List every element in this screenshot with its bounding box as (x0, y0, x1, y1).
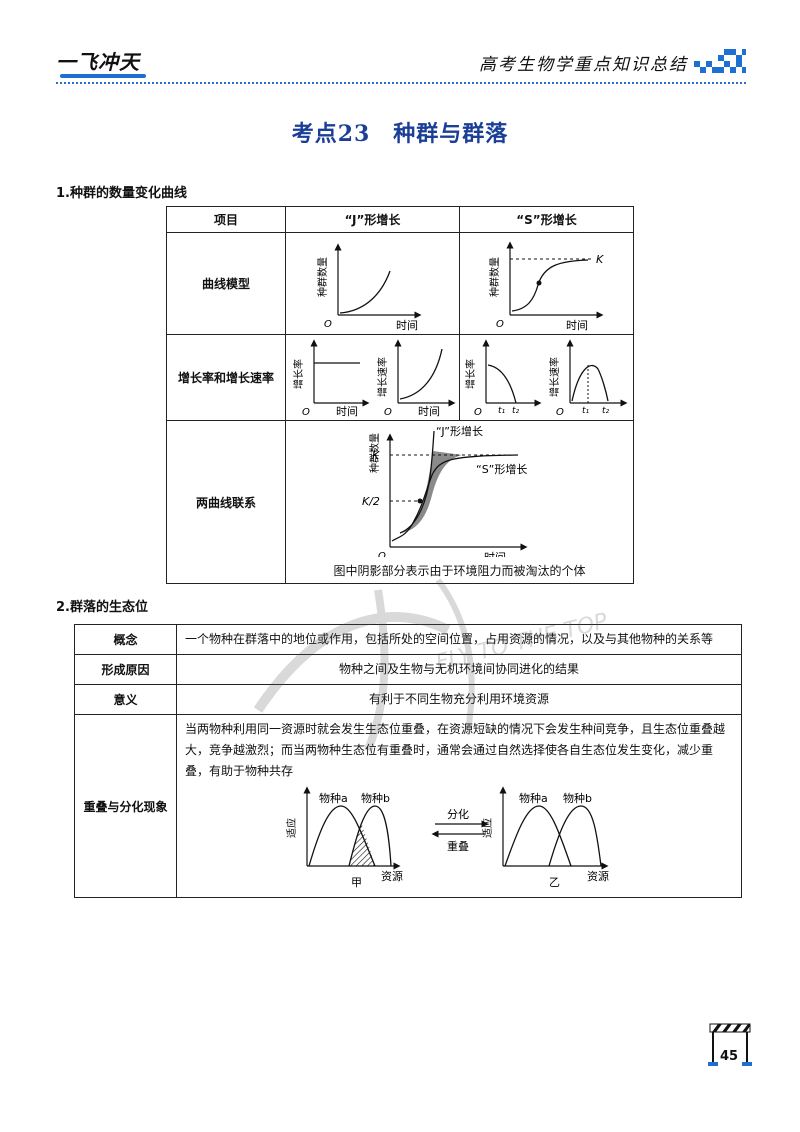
axis-label: 时间 (418, 405, 440, 417)
species-a-label: 物种a (519, 791, 548, 805)
species-b-label: 物种b (361, 791, 390, 805)
origin-label: O (384, 407, 392, 417)
species-b-label: 物种b (563, 791, 592, 805)
caption-right: 乙 (549, 876, 560, 889)
t1-label: t₁ (498, 406, 506, 416)
origin-label: O (496, 319, 504, 330)
concept-text: 一个物种在群落中的地位或作用，包括所处的空间位置，占用资源的情况，以及与其他物种… (176, 624, 742, 655)
page-number-badge: 45 (708, 1023, 752, 1066)
page-header: 一飞冲天 高考生物学重点知识总结 (56, 44, 746, 90)
axis-label: 增长率 (292, 359, 305, 389)
k-label: K (372, 449, 380, 462)
arrow-bottom-label: 重叠 (447, 839, 469, 853)
population-curve-table: 项目 “J”形增长 “S”形增长 曲线模型 种群数量 O 时间 K (166, 206, 634, 584)
axis-label: 适应 (481, 818, 494, 838)
axis-label: 时间 (336, 405, 358, 417)
origin-label: O (302, 407, 310, 417)
axis-label: 适应 (285, 818, 298, 838)
s-curve-cell: K 种群数量 O 时间 (459, 232, 634, 335)
row-label-overlap: 重叠与分化现象 (74, 714, 177, 898)
header-divider (56, 82, 746, 84)
meaning-text: 有利于不同生物充分利用环境资源 (176, 684, 742, 715)
table-row-curve-model: 曲线模型 种群数量 O 时间 K 种群数量 O 时间 (166, 232, 634, 335)
j-curve-graph: 种群数量 O 时间 (316, 243, 422, 332)
overlap-text: 当两物种利用同一资源时就会发生生态位重叠，在资源短缺的情况下会发生种间竞争，且生… (185, 722, 726, 778)
axis-label: 资源 (381, 869, 403, 883)
s-rate-cell: 增长率 O t₁ t₂ 增长速率 O t₁ t₂ (459, 334, 634, 421)
axis-label: 资源 (587, 869, 609, 883)
col-s-growth: “S”形增长 (459, 206, 634, 233)
axis-label: 增长速率 (548, 357, 561, 397)
shade-note: 图中阴影部分表示由于环境阻力而被淘汰的个体 (333, 564, 586, 578)
t2-label: t₂ (512, 406, 520, 416)
axis-label: 种群数量 (316, 257, 329, 297)
niche-figure: 适应 物种a 物种b 资源 甲 分化 重叠 适应 物种a 物种b 资源 乙 (285, 786, 609, 889)
origin-label: O (474, 407, 482, 417)
origin-label: O (556, 407, 564, 417)
k-half-label: K/2 (362, 495, 380, 508)
species-a-label: 物种a (319, 791, 348, 805)
row-label-origin: 形成原因 (74, 654, 177, 685)
axis-label: 增长率 (464, 359, 477, 389)
brand-logo: 一飞冲天 (56, 50, 140, 74)
table-row-concept: 概念 一个物种在群落中的地位或作用，包括所处的空间位置，占用资源的情况，以及与其… (74, 624, 742, 655)
row-label-concept: 概念 (74, 624, 177, 655)
table-header-row: 项目 “J”形增长 “S”形增长 (166, 206, 634, 233)
origin-label: O (378, 551, 386, 557)
table-row-meaning: 意义 有利于不同生物充分利用环境资源 (74, 684, 742, 715)
j-curve-cell: 种群数量 O 时间 (285, 232, 460, 335)
axis-label: 时间 (396, 319, 418, 331)
origin-text: 物种之间及生物与无机环境间协同进化的结果 (176, 654, 742, 685)
overlap-cell: 当两物种利用同一资源时就会发生生态位重叠，在资源短缺的情况下会发生种间竞争，且生… (176, 714, 742, 898)
book-title: 高考生物学重点知识总结 (479, 55, 688, 75)
t1-label: t₁ (582, 406, 590, 416)
j-rate-graphs: 增长率 O 时间 增长速率 O 时间 (292, 339, 456, 418)
col-j-growth: “J”形增长 (285, 206, 460, 233)
two-curves-cell: 种群数量 K K/2 O 时间 “J”形增长 “S”形增长 图中阴影部分表示由于… (285, 420, 634, 584)
axis-label: 增长速率 (376, 357, 389, 397)
axis-label: 种群数量 (488, 257, 501, 297)
caption-left: 甲 (351, 876, 362, 889)
j-rate-cell: 增长率 O 时间 增长速率 O 时间 (285, 334, 460, 421)
t2-label: t₂ (602, 406, 610, 416)
origin-label: O (324, 319, 332, 330)
checker-decoration-icon (694, 48, 746, 74)
s-curve-graph: K 种群数量 O 时间 (488, 241, 604, 332)
page-number: 45 (720, 1049, 738, 1064)
s-rate-graphs: 增长率 O t₁ t₂ 增长速率 O t₁ t₂ (464, 339, 628, 418)
row-label-growth-rate: 增长率和增长速率 (166, 334, 286, 421)
col-item: 项目 (166, 206, 286, 233)
brand-swoosh (60, 74, 146, 78)
table-row-two-curves: 两曲线联系 种群数量 K K/2 O 时间 “J”形增长 “S”形增长 (166, 420, 634, 584)
row-label-curve-model: 曲线模型 (166, 232, 286, 335)
row-label-two-curves: 两曲线联系 (166, 420, 286, 584)
s-curve-label: “S”形增长 (476, 462, 527, 476)
row-label-meaning: 意义 (74, 684, 177, 715)
j-curve-label: “J”形增长 (436, 424, 483, 438)
k-label: K (596, 253, 604, 266)
section-2-heading: 2.群落的生态位 (56, 600, 148, 615)
table-row-origin: 形成原因 物种之间及生物与无机环境间协同进化的结果 (74, 654, 742, 685)
section-1-heading: 1.种群的数量变化曲线 (56, 186, 187, 201)
niche-table: 概念 一个物种在群落中的地位或作用，包括所处的空间位置，占用资源的情况，以及与其… (74, 624, 742, 898)
axis-label: 时间 (484, 551, 506, 557)
table-row-overlap: 重叠与分化现象 当两物种利用同一资源时就会发生生态位重叠，在资源短缺的情况下会发… (74, 714, 742, 898)
axis-label: 种群数量 (368, 433, 381, 473)
table-row-growth-rate: 增长率和增长速率 增长率 O 时间 增长速率 O 时间 (166, 334, 634, 421)
axis-label: 时间 (566, 319, 588, 331)
arrow-top-label: 分化 (447, 807, 469, 821)
page-title: 考点23 种群与群落 (291, 121, 509, 147)
two-curves-graph: 种群数量 K K/2 O 时间 “J”形增长 “S”形增长 (362, 424, 528, 564)
